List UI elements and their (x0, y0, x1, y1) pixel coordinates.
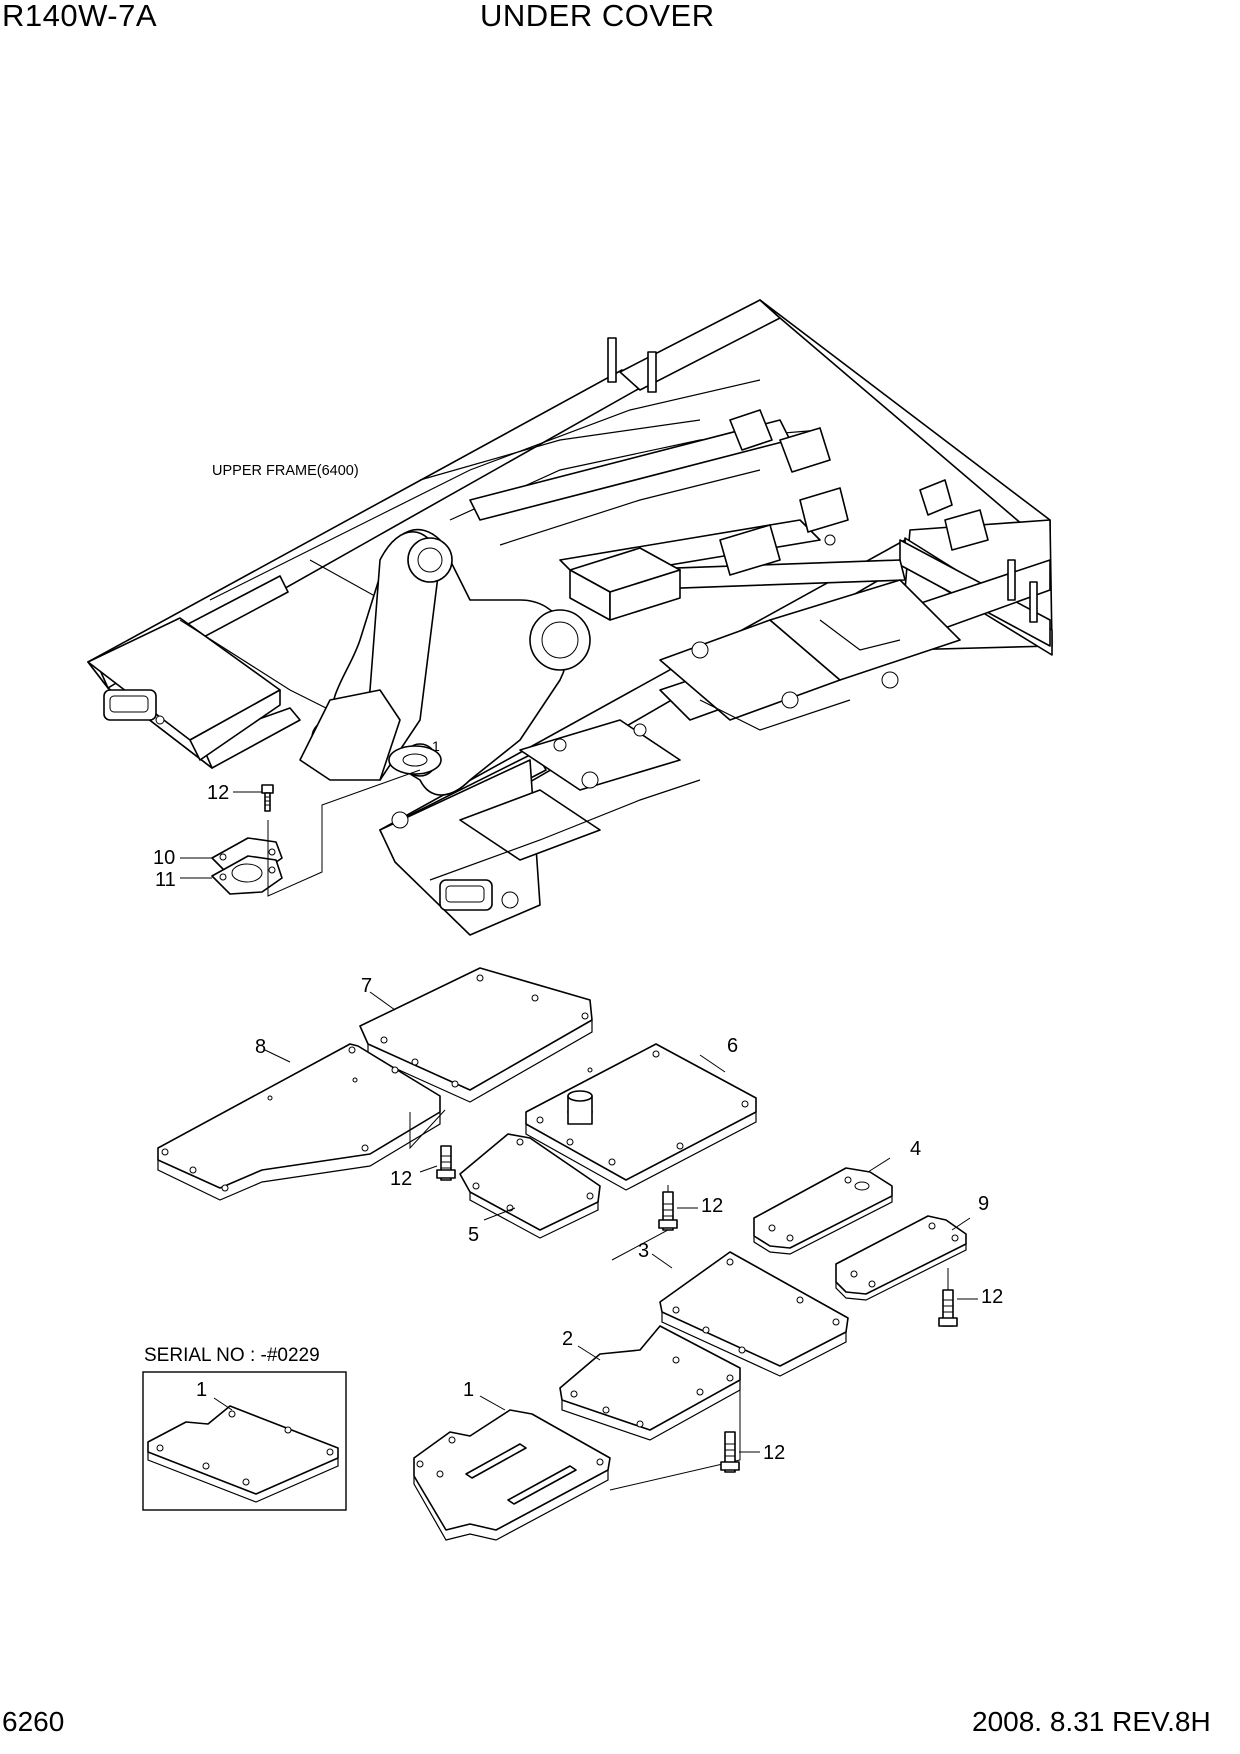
inset-callout-1: 1 (196, 1379, 207, 1401)
plate-6 (525, 1043, 757, 1191)
upper-frame-drawing (87, 299, 1053, 936)
callout-12-left: 12 (390, 1168, 412, 1190)
callout-7: 7 (361, 975, 372, 997)
callout-11: 11 (155, 869, 176, 891)
plate-8 (157, 1043, 441, 1201)
callout-12-mid: 12 (701, 1195, 723, 1217)
plate-2 (559, 1325, 741, 1441)
callout-8: 8 (255, 1036, 266, 1058)
callout-2: 2 (562, 1328, 573, 1350)
page-title: UNDER COVER (480, 0, 715, 33)
page-number: 6260 (2, 1706, 65, 1737)
callout-5: 5 (468, 1224, 479, 1246)
callout-10: 10 (153, 847, 175, 869)
inset-plate-1 (147, 1405, 339, 1503)
callout-12-bottom: 12 (763, 1442, 785, 1464)
shim-parts (211, 769, 421, 897)
frame-label: UPPER FRAME(6400) (212, 463, 359, 479)
callout-3: 3 (638, 1240, 649, 1262)
plate-5 (459, 1133, 601, 1239)
revision-date: 2008. 8.31 REV.8H (972, 1706, 1211, 1737)
callout-6: 6 (727, 1035, 738, 1057)
inset-label: SERIAL NO : -#0229 (144, 1345, 320, 1366)
callout-4: 4 (910, 1138, 921, 1160)
model-code: R140W-7A (2, 0, 158, 33)
plate-1 (413, 1409, 611, 1541)
callout-12-right: 12 (981, 1286, 1003, 1308)
plate-3 (659, 1251, 849, 1377)
inset-box (142, 1371, 347, 1511)
callout-9: 9 (978, 1193, 989, 1215)
plate-7 (359, 967, 593, 1103)
bolt-group (436, 1145, 958, 1473)
callout-1: 1 (463, 1379, 474, 1401)
callout-1-frame: 1 (432, 738, 440, 754)
plate-4 (753, 1167, 893, 1255)
plate-9 (835, 1215, 967, 1301)
callout-12-top: 12 (207, 782, 229, 804)
